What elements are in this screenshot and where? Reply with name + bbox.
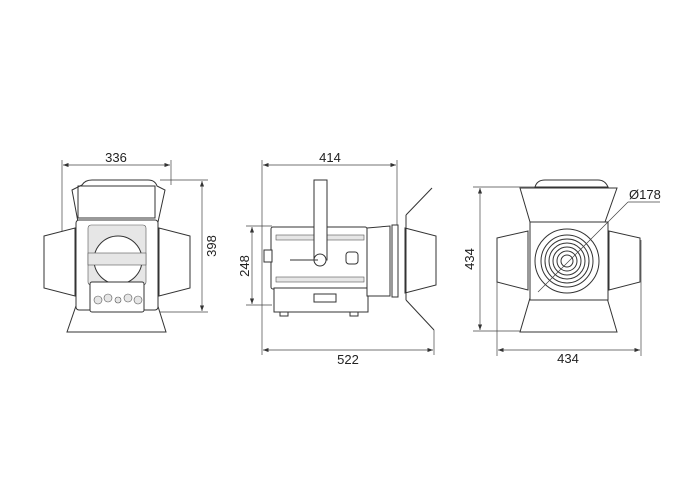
front-width-label: 336: [105, 150, 127, 165]
front-height-label: 398: [204, 235, 219, 257]
side-view: 414 248 522: [237, 150, 437, 367]
lens-view: Ø178 434 434: [462, 179, 661, 366]
front-view: 336 398: [43, 150, 219, 333]
lens-diameter-label: Ø178: [629, 187, 661, 202]
lens-width-label: 434: [557, 351, 579, 366]
side-height-label: 248: [237, 255, 252, 277]
side-width-label: 414: [319, 150, 341, 165]
side-length-label: 522: [337, 352, 359, 367]
lens-height-label: 434: [462, 248, 477, 270]
